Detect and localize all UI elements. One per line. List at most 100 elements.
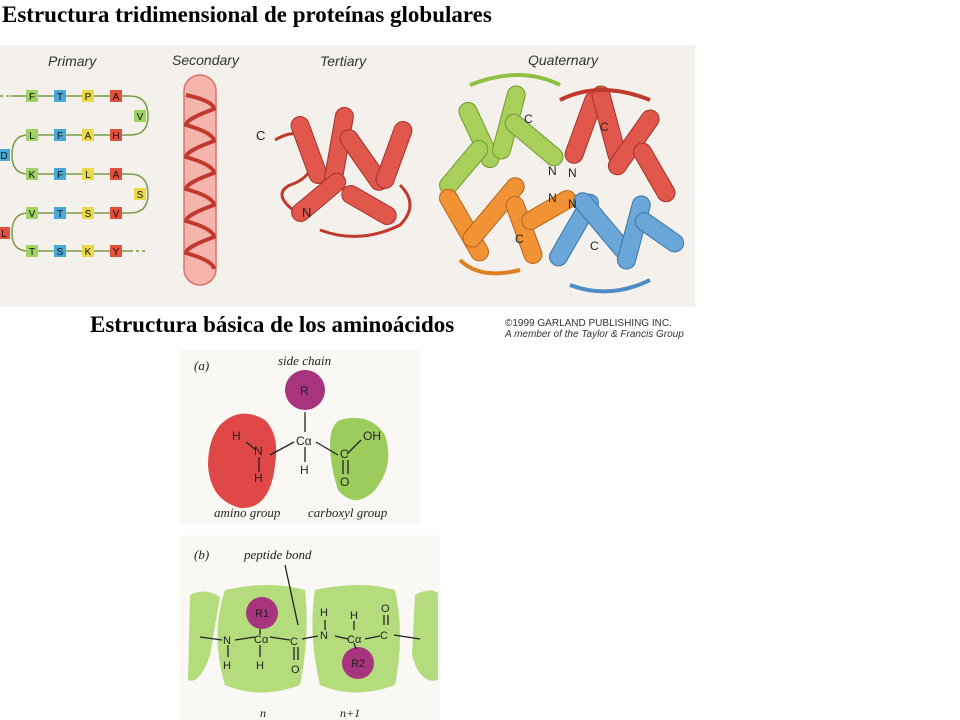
amino-acid-tag-row4-2: S xyxy=(82,207,94,220)
pep-h-1: H xyxy=(223,660,231,672)
amino-acid-tag-row3-0: K xyxy=(26,168,38,181)
pep-h-4: H xyxy=(350,610,358,622)
svg-text:T: T xyxy=(57,209,63,220)
tertiary-c-terminal: C xyxy=(256,128,265,143)
amino-acid-tag-row1-2: P xyxy=(82,90,94,103)
primary-label: Primary xyxy=(48,53,97,69)
svg-text:A: A xyxy=(85,131,92,142)
section-title: Estructura básica de los aminoácidos xyxy=(90,312,455,337)
quat-n-terminal-3: N xyxy=(548,191,557,205)
carboxyl-group-label: carboxyl group xyxy=(308,505,388,520)
amino-acid-tag-row3-2: L xyxy=(82,168,94,181)
alpha-h: H xyxy=(300,463,309,477)
amino-acid-tag-row4_turn: L xyxy=(0,227,10,240)
side-chain-r-circle xyxy=(285,370,325,410)
amino-acid-tag-row5-3: Y xyxy=(110,245,122,258)
svg-text:S: S xyxy=(85,209,92,220)
secondary-label: Secondary xyxy=(172,52,239,68)
quaternary-label: Quaternary xyxy=(528,52,599,68)
svg-text:L: L xyxy=(29,131,35,142)
amino-acid-tag-row2-1: F xyxy=(54,129,66,142)
residue-n-label: n xyxy=(260,706,266,720)
svg-text:P: P xyxy=(85,92,92,103)
quat-c-terminal-3: C xyxy=(515,232,524,246)
svg-text:A: A xyxy=(113,92,120,103)
r1-circle xyxy=(246,597,278,629)
svg-text:V: V xyxy=(113,209,120,220)
svg-text:F: F xyxy=(57,170,63,181)
amino-acid-tag-row2-0: L xyxy=(26,129,38,142)
amino-acid-tag-row1_turn: V xyxy=(134,110,146,123)
amino-acid-tag-row3-3: A xyxy=(110,168,122,181)
pep-o-1: O xyxy=(291,664,300,676)
carboxyl-group-blob xyxy=(330,417,389,500)
pep-c-1: C xyxy=(290,636,298,648)
amino-acid-figure: (a) side chain R H N H Cα H C OH O amino xyxy=(180,350,420,525)
svg-text:D: D xyxy=(0,151,7,162)
quat-n-terminal-2: N xyxy=(568,166,577,180)
tertiary-structure xyxy=(274,106,413,238)
svg-text:K: K xyxy=(85,247,92,258)
peptide-bond-art: (b) peptide bond xyxy=(188,547,438,720)
svg-text:F: F xyxy=(29,92,35,103)
pep-c-2: C xyxy=(380,630,388,642)
quat-c-terminal-4: C xyxy=(590,239,599,253)
residue-blobs xyxy=(188,585,438,693)
r2-circle xyxy=(342,647,374,679)
amino-h-2: H xyxy=(254,471,263,485)
r2-label: R2 xyxy=(351,658,365,670)
primary-structure xyxy=(0,95,149,252)
amino-acid-tag-row2_turn: D xyxy=(0,149,10,162)
amino-acid-tag-row5-1: S xyxy=(54,245,66,258)
amino-acid-tag-row4-1: T xyxy=(54,207,66,220)
carboxyl-oh: OH xyxy=(363,429,381,443)
svg-text:V: V xyxy=(137,112,144,123)
pep-ca-2: Cα xyxy=(347,634,362,646)
svg-text:H: H xyxy=(112,131,119,142)
svg-text:T: T xyxy=(57,92,63,103)
amino-h-1: H xyxy=(232,429,241,443)
carboxyl-o: O xyxy=(340,475,349,489)
quat-c-terminal-1: C xyxy=(524,112,533,126)
protein-levels-figure: Primary Secondary Tertiary Quaternary F T… xyxy=(0,45,695,307)
peptide-bond-figure: (b) peptide bond xyxy=(180,535,440,720)
copyright-notice: ©1999 GARLAND PUBLISHING INC. A member o… xyxy=(505,318,684,340)
quat-c-terminal-2: C xyxy=(600,120,609,134)
svg-text:A: A xyxy=(113,170,120,181)
tertiary-label: Tertiary xyxy=(320,53,367,69)
quat-n-terminal-1: N xyxy=(548,164,557,178)
amino-acid-tag-row1-0: F xyxy=(26,90,38,103)
panel-b-label: (b) xyxy=(194,547,209,562)
amino-acid-tag-row5-0: T xyxy=(26,245,38,258)
amino-acid-tag-row1-3: A xyxy=(110,90,122,103)
alpha-carbon: Cα xyxy=(296,434,312,448)
carboxyl-c: C xyxy=(340,447,349,461)
page-title: Estructura tridimensional de proteínas g… xyxy=(2,2,492,27)
svg-text:L: L xyxy=(1,229,7,240)
side-chain-label: side chain xyxy=(278,353,331,368)
svg-text:K: K xyxy=(29,170,36,181)
pep-h-3: H xyxy=(320,607,328,619)
amino-acid-art: (a) side chain R H N H Cα H C OH O amino xyxy=(194,353,389,520)
amino-acid-tag-row2-2: A xyxy=(82,129,94,142)
amino-group-blob xyxy=(208,413,277,509)
pep-ca-1: Cα xyxy=(254,634,269,646)
quat-n-terminal-4: N xyxy=(568,197,577,211)
pep-n-1: N xyxy=(223,635,231,647)
quaternary-structure: C C N N N N C C xyxy=(439,73,685,294)
amino-acid-tag-row4-3: V xyxy=(110,207,122,220)
r-group: R xyxy=(300,384,309,398)
amino-acid-tag-row3-1: F xyxy=(54,168,66,181)
svg-text:Y: Y xyxy=(113,247,120,258)
amino-acid-tag-row5-2: K xyxy=(82,245,94,258)
svg-text:S: S xyxy=(57,247,64,258)
pep-n-2: N xyxy=(320,630,328,642)
pep-o-2: O xyxy=(381,603,390,615)
amino-group-label: amino group xyxy=(214,505,281,520)
amino-acid-tag-row3_turn: S xyxy=(134,188,146,201)
amino-acid-tag-row1-1: T xyxy=(54,90,66,103)
secondary-structure xyxy=(183,74,217,286)
svg-text:F: F xyxy=(57,131,63,142)
